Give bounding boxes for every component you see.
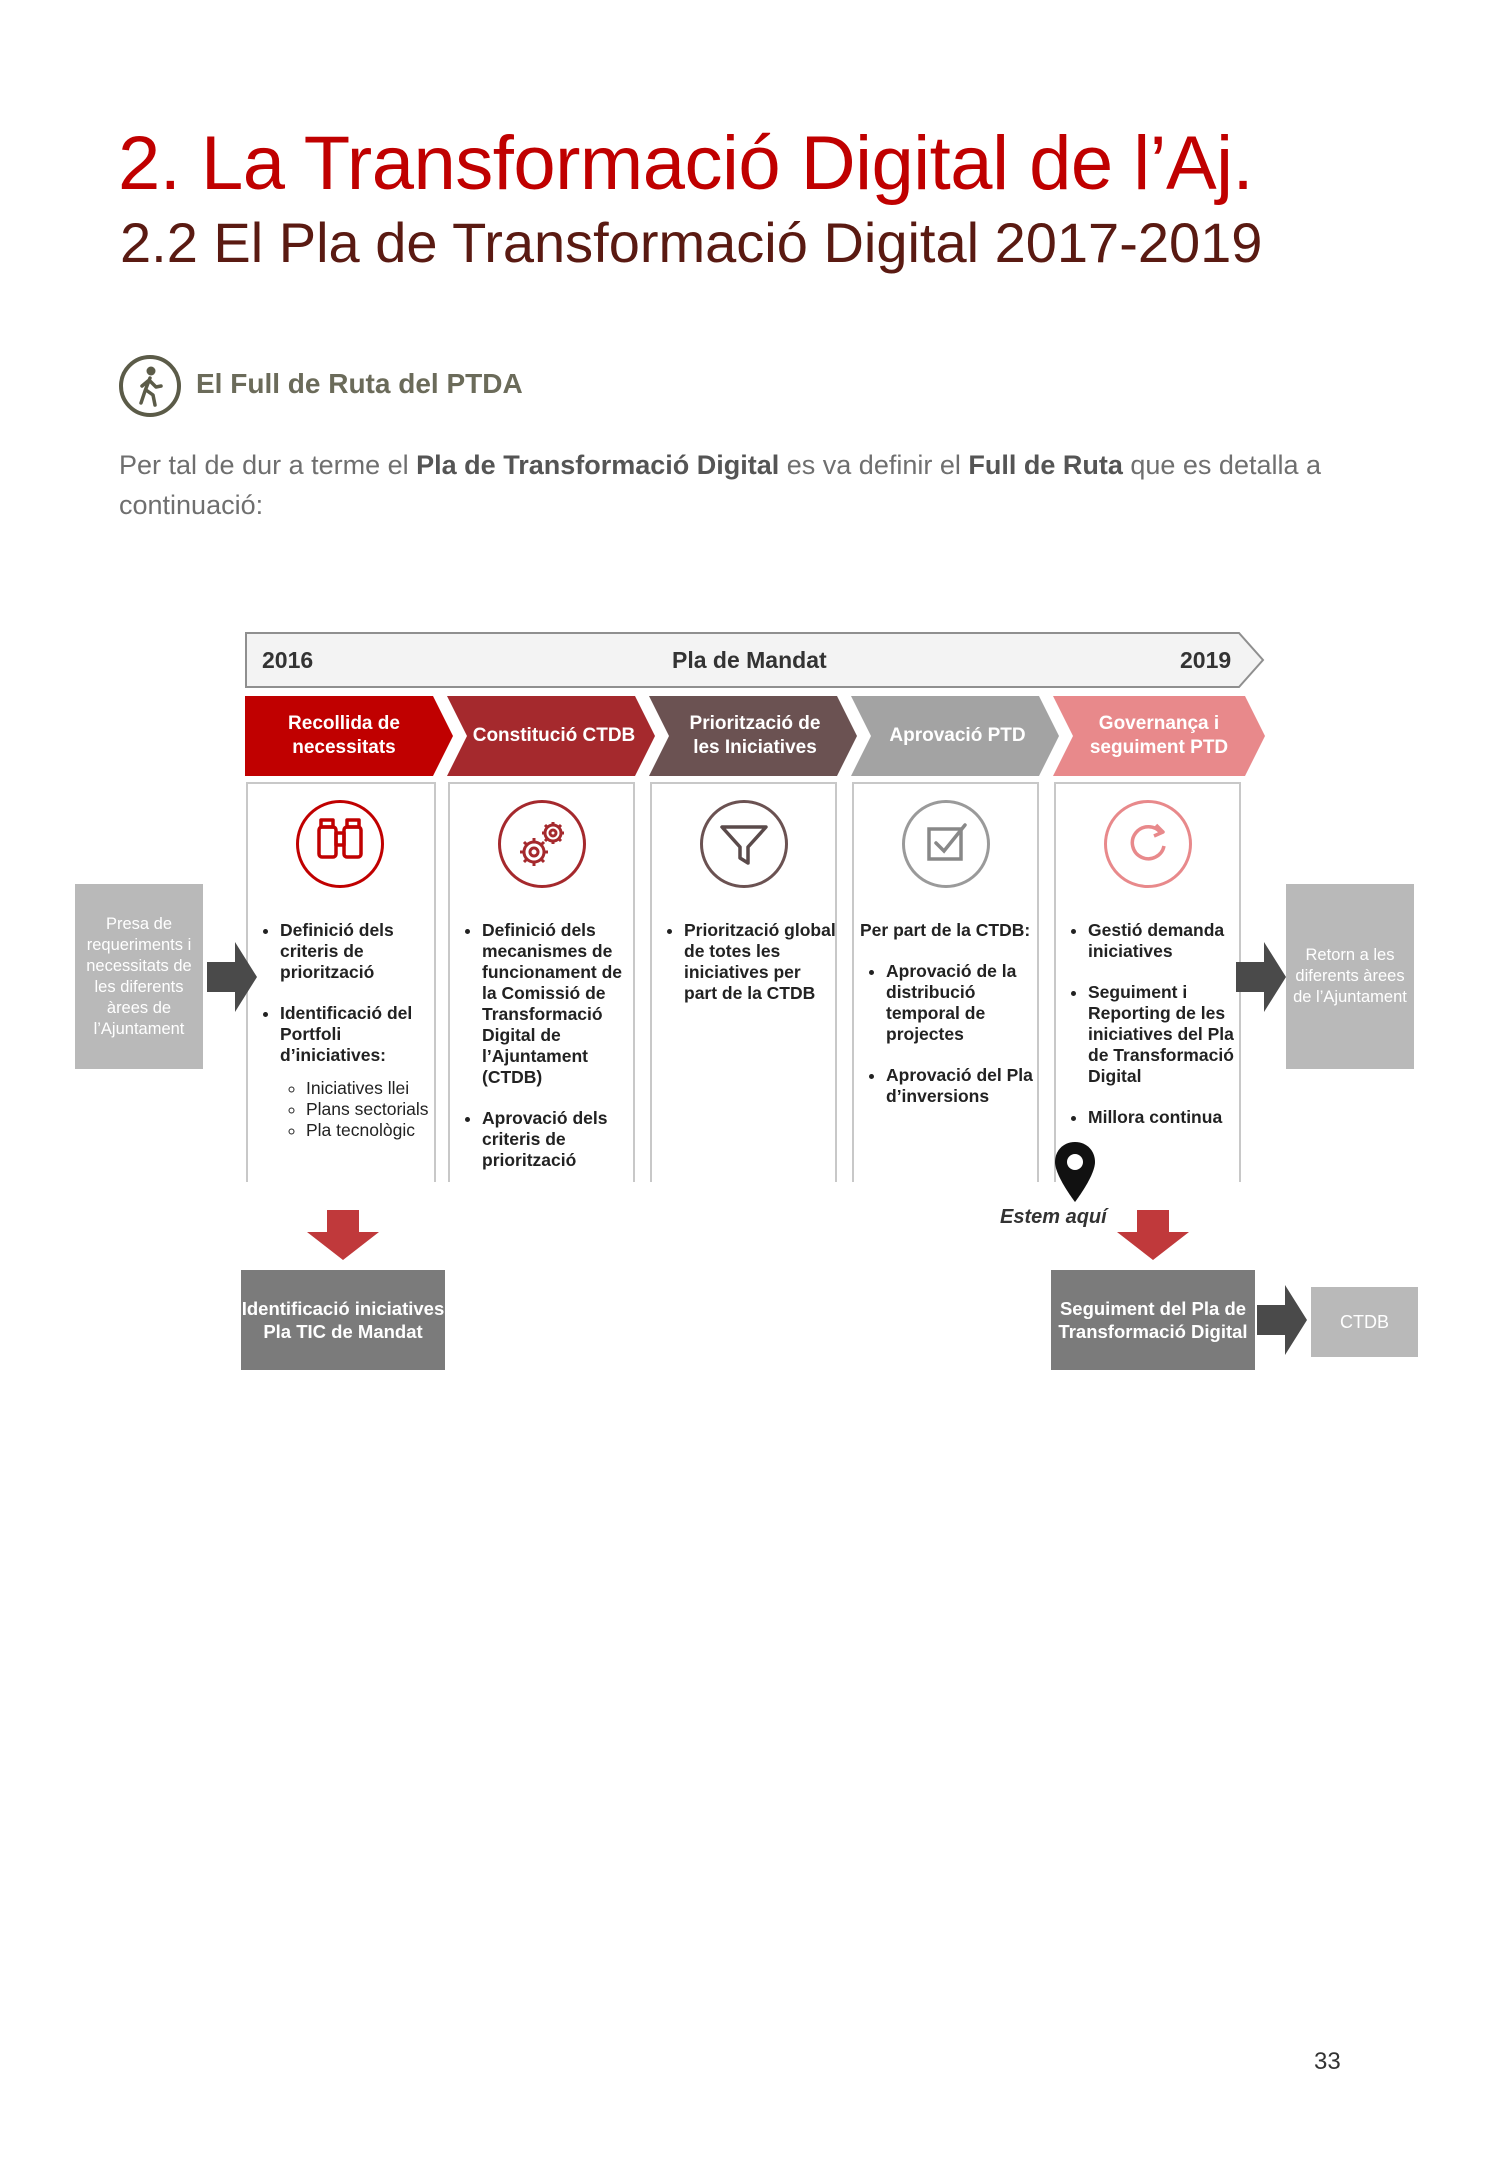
bullet: Definició dels criteris de priorització — [280, 920, 432, 983]
bullet: Seguiment i Reporting de les iniciatives… — [1088, 982, 1242, 1087]
bullet: Aprovació del Pla d’inversions — [886, 1065, 1040, 1107]
page-title: 2. La Transformació Digital de l’Aj. — [118, 120, 1253, 207]
sub-bullet: Pla tecnològic — [306, 1120, 432, 1141]
down-arrow-icon — [1117, 1210, 1189, 1260]
ctdb-box: CTDB — [1311, 1287, 1418, 1357]
bullet-text: Identificació del Portfoli d’iniciatives… — [280, 1003, 412, 1065]
page-number: 33 — [1314, 2048, 1341, 2076]
sub-bullet: Iniciatives llei — [306, 1078, 432, 1099]
phase-4-intro: Per part de la CTDB: — [860, 920, 1040, 941]
location-pin-icon — [1052, 1140, 1098, 1204]
timeline-start: 2016 — [262, 647, 313, 674]
intro-paragraph: Per tal de dur a terme el Pla de Transfo… — [119, 445, 1379, 525]
funnel-icon — [700, 800, 788, 888]
binoculars-icon — [296, 800, 384, 888]
phase-label-5: Governança i seguiment PTD — [1080, 696, 1238, 776]
output-left-box: Identificació iniciatives Pla TIC de Man… — [241, 1270, 445, 1370]
bullet: Definició dels mecanismes de funcionamen… — [482, 920, 636, 1088]
section-title: El Full de Ruta del PTDA — [196, 368, 523, 400]
phase-label-1: Recollida de necessitats — [258, 696, 430, 776]
intro-bold-plan: Pla de Transformació Digital — [416, 450, 779, 480]
output-right-box: Seguiment del Pla de Transformació Digit… — [1051, 1270, 1255, 1370]
right-arrow-icon — [207, 942, 257, 1012]
phase-5-content: Gestió demanda iniciatives Seguiment i R… — [1062, 920, 1242, 1148]
right-arrow-icon — [1236, 942, 1286, 1012]
bullet: Aprovació dels criteris de priorització — [482, 1108, 636, 1171]
intro-text: Per tal de dur a terme el — [119, 450, 416, 480]
output-box: Retorn a les diferents àrees de l’Ajunta… — [1286, 884, 1414, 1069]
walking-person-icon — [119, 355, 181, 417]
bullet: Millora continua — [1088, 1107, 1242, 1128]
bullet: Aprovació de la distribució temporal de … — [886, 961, 1040, 1045]
phase-1-content: Definició dels criteris de priorització … — [254, 920, 432, 1141]
intro-bold-roadmap: Full de Ruta — [968, 450, 1123, 480]
phase-label-3: Priorització de les Iniciatives — [680, 696, 830, 776]
page-subtitle: 2.2 El Pla de Transformació Digital 2017… — [120, 210, 1262, 275]
bullet: Priorització global de totes les iniciat… — [684, 920, 838, 1004]
right-arrow-icon — [1257, 1285, 1307, 1355]
sub-bullet: Plans sectorials — [306, 1099, 432, 1120]
refresh-icon — [1104, 800, 1192, 888]
phase-4-content: Per part de la CTDB: Aprovació de la dis… — [860, 920, 1040, 1127]
marker-label: Estem aquí — [1000, 1206, 1107, 1229]
intro-text: es va definir el — [779, 450, 968, 480]
phase-2-content: Definició dels mecanismes de funcionamen… — [456, 920, 636, 1191]
gears-icon — [498, 800, 586, 888]
bullet: Gestió demanda iniciatives — [1088, 920, 1242, 962]
phase-3-content: Priorització global de totes les iniciat… — [658, 920, 838, 1024]
phase-label-2: Constitució CTDB — [470, 696, 638, 776]
checkbox-icon — [902, 800, 990, 888]
timeline-label: Pla de Mandat — [672, 647, 827, 674]
timeline-end: 2019 — [1180, 647, 1231, 674]
input-box: Presa de requeriments i necessitats de l… — [75, 884, 203, 1069]
down-arrow-icon — [307, 1210, 379, 1260]
phase-label-4: Aprovació PTD — [880, 696, 1035, 776]
bullet: Identificació del Portfoli d’iniciatives… — [280, 1003, 432, 1141]
